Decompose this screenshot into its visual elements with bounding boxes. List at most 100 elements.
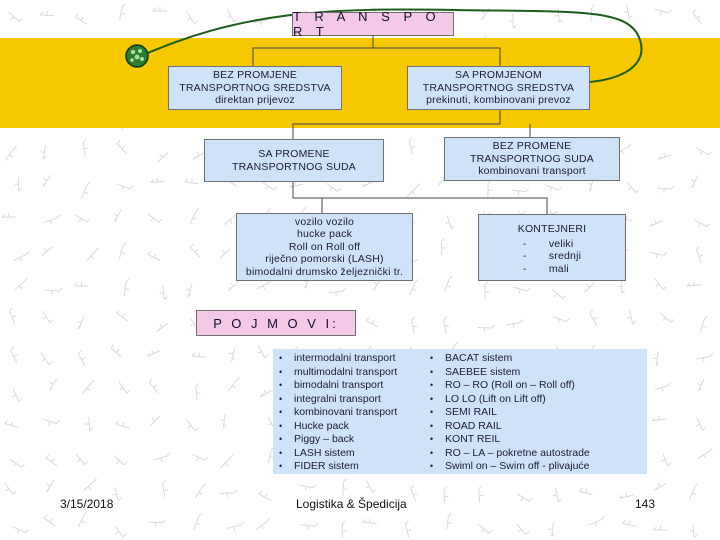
- pattern-mark: [513, 287, 529, 293]
- pattern-mark: [687, 281, 701, 286]
- pattern-mark: [624, 5, 632, 19]
- pattern-mark: [11, 347, 18, 363]
- pattern-mark: [43, 419, 59, 425]
- pattern-mark: [75, 282, 89, 286]
- pattern-mark: [652, 416, 666, 421]
- pattern-mark: [9, 308, 16, 324]
- pattern-mark: [506, 320, 523, 328]
- pattern-mark: [627, 310, 636, 324]
- pattern-mark: [259, 491, 271, 501]
- box-line: vozilo vozilo: [295, 216, 354, 229]
- pattern-mark: [478, 524, 492, 533]
- pattern-mark: [220, 249, 230, 259]
- pattern-mark: [228, 377, 240, 391]
- pattern-mark: [9, 12, 22, 21]
- pattern-mark: [220, 455, 233, 468]
- pattern-mark: [116, 421, 129, 428]
- pattern-mark: [661, 453, 671, 466]
- pattern-mark: [411, 485, 417, 501]
- pattern-mark: [78, 511, 87, 527]
- list-item: Swiml on – Swim off - plivajuće: [430, 460, 590, 474]
- transport-title: T R A N S P O R T: [292, 12, 454, 36]
- pattern-mark: [13, 252, 29, 262]
- pattern-mark: [114, 210, 121, 222]
- pattern-mark: [13, 527, 29, 534]
- pattern-mark: [44, 215, 60, 224]
- pattern-mark: [289, 182, 303, 188]
- pattern-mark: [654, 483, 666, 490]
- pattern-mark: [195, 484, 206, 499]
- list-item: mali: [523, 263, 581, 276]
- pattern-mark: [151, 178, 165, 183]
- pattern-mark: [120, 4, 126, 21]
- pattern-mark: [409, 138, 415, 155]
- list-item: LASH sistem: [279, 447, 397, 461]
- pattern-mark: [78, 351, 85, 366]
- box-line: TRANSPORTNOG SREDSTVA: [179, 82, 330, 95]
- pattern-mark: [228, 282, 239, 291]
- pattern-mark: [162, 481, 167, 498]
- page-number: 143: [635, 497, 655, 511]
- pattern-mark: [5, 146, 16, 160]
- pattern-mark: [83, 479, 97, 491]
- pattern-mark: [75, 215, 90, 222]
- box-line: BEZ PROMJENE: [213, 69, 297, 82]
- list-item: multimodalni transport: [279, 366, 397, 380]
- list-item: SEMI RAIL: [430, 406, 590, 420]
- pattern-mark: [76, 454, 88, 465]
- pattern-mark: [43, 175, 51, 186]
- list-item: RO – LA – pokretne autostrade: [430, 447, 590, 461]
- pattern-mark: [488, 180, 492, 197]
- pattern-mark: [363, 519, 377, 524]
- box-sa-promjenom-sredstva: SA PROMJENOM TRANSPORTNOG SREDSTVA preki…: [407, 66, 590, 110]
- pattern-mark: [444, 276, 452, 292]
- list-item: kombinovani transport: [279, 406, 397, 420]
- pattern-mark: [117, 141, 127, 154]
- pattern-mark: [655, 278, 666, 289]
- pattern-mark: [114, 456, 127, 465]
- pattern-mark: [655, 9, 671, 15]
- pattern-mark: [366, 318, 378, 327]
- box-line: SA PROMJENOM: [455, 69, 542, 82]
- pattern-mark: [150, 416, 160, 426]
- pattern-mark: [407, 184, 420, 197]
- box-line: bimodalni drumsko željeznički tr.: [246, 266, 403, 279]
- pattern-mark: [477, 325, 494, 332]
- pattern-mark: [227, 10, 237, 23]
- box-bez-promene-suda: BEZ PROMENE TRANSPORTNOG SUDA kombinovan…: [444, 137, 620, 181]
- pattern-mark: [696, 247, 702, 263]
- pattern-mark: [553, 488, 562, 502]
- pattern-mark: [444, 317, 449, 334]
- list-item: bimodalni transport: [279, 379, 397, 393]
- pattern-mark: [159, 286, 167, 300]
- pattern-mark: [124, 279, 129, 296]
- terms-panel: intermodalni transport multimodalni tran…: [273, 349, 647, 474]
- pattern-mark: [258, 345, 268, 358]
- pattern-mark: [85, 417, 93, 431]
- pattern-mark: [14, 177, 21, 191]
- pattern-mark: [113, 487, 122, 501]
- pattern-mark: [548, 523, 554, 537]
- pattern-mark: [657, 186, 674, 193]
- pattern-mark: [579, 488, 593, 494]
- pattern-mark: [689, 484, 697, 500]
- pattern-mark: [117, 184, 133, 190]
- list-item: intermodalni transport: [279, 352, 397, 366]
- pattern-mark: [81, 182, 89, 198]
- pattern-mark: [12, 389, 22, 402]
- pattern-mark: [46, 480, 54, 492]
- footer-date: 3/15/2018: [60, 497, 113, 511]
- pattern-mark: [658, 153, 671, 159]
- pattern-mark: [696, 353, 713, 362]
- pattern-mark: [5, 421, 18, 428]
- pattern-mark: [650, 220, 663, 227]
- pattern-mark: [41, 247, 52, 256]
- pattern-mark: [509, 14, 517, 28]
- pattern-mark: [650, 252, 667, 258]
- pattern-mark: [111, 345, 121, 358]
- pattern-mark: [299, 485, 316, 491]
- pattern-mark: [148, 214, 162, 222]
- list-item: FIDER sistem: [279, 460, 397, 474]
- pattern-mark: [187, 420, 199, 431]
- pattern-mark: [10, 460, 25, 467]
